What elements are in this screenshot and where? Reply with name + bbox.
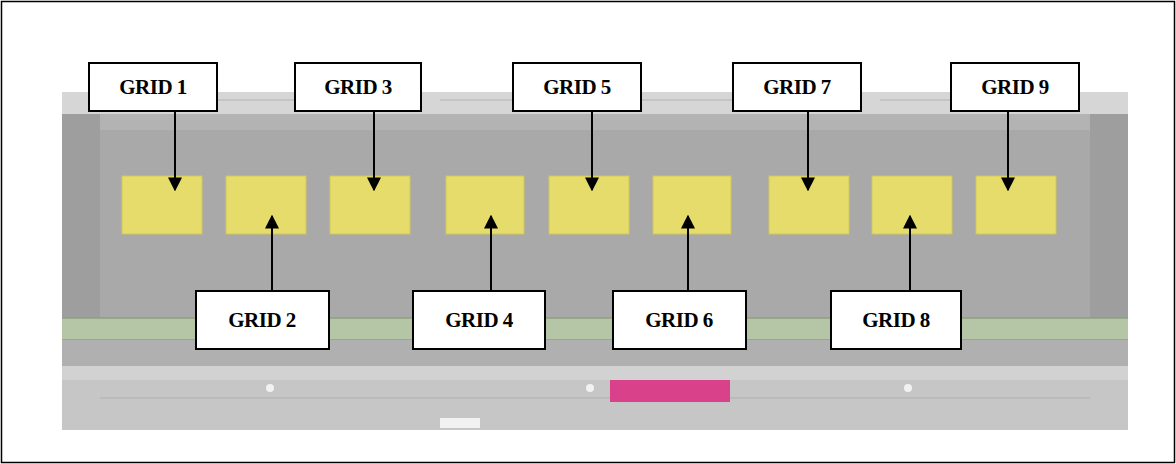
- leader-line: [271, 216, 273, 290]
- grid-label: GRID 9: [981, 75, 1049, 100]
- grid-label: GRID 3: [324, 75, 392, 100]
- grid-pad: [872, 176, 952, 234]
- housing: [62, 92, 1128, 430]
- base-line: [100, 398, 1090, 399]
- screw-hole: [586, 384, 594, 392]
- grid-pad: [549, 176, 629, 234]
- screw-hole: [904, 384, 912, 392]
- grid-pad: [226, 176, 306, 234]
- grid-label: GRID 4: [445, 308, 513, 333]
- leader-line: [591, 112, 593, 190]
- left-wall: [62, 114, 100, 320]
- grid-label-box: GRID 6: [612, 290, 747, 350]
- grid-label-box: GRID 2: [195, 290, 330, 350]
- inner-top-edge: [62, 114, 1128, 130]
- leader-line: [687, 216, 689, 290]
- lip: [62, 366, 1128, 380]
- screw-hole: [266, 384, 274, 392]
- grid-label: GRID 6: [645, 308, 713, 333]
- grid-label: GRID 2: [228, 308, 296, 333]
- grid-label-box: GRID 4: [412, 290, 546, 350]
- leader-line: [490, 216, 492, 290]
- leader-lines: [175, 112, 1008, 290]
- leader-line: [1007, 112, 1009, 190]
- grid-pad: [122, 176, 202, 234]
- grid-pads: [122, 176, 1056, 234]
- grid-label-box: GRID 9: [950, 62, 1080, 112]
- grid-pad: [446, 176, 524, 234]
- grid-label-box: GRID 8: [830, 290, 962, 350]
- grid-label: GRID 1: [119, 75, 187, 100]
- leader-line: [909, 216, 911, 290]
- grid-label: GRID 8: [862, 308, 930, 333]
- leader-line: [174, 112, 176, 190]
- grid-pad: [653, 176, 731, 234]
- grid-label-box: GRID 1: [88, 62, 218, 112]
- right-wall: [1090, 114, 1128, 320]
- grid-label-box: GRID 3: [294, 62, 422, 112]
- grid-pad: [976, 176, 1056, 234]
- grid-pad: [330, 176, 410, 234]
- grid-label: GRID 7: [763, 75, 831, 100]
- grid-label-box: GRID 7: [732, 62, 862, 112]
- leader-line: [373, 112, 375, 190]
- leader-line: [807, 112, 809, 190]
- base-strip: [62, 380, 1128, 430]
- pink-tab: [610, 380, 730, 402]
- grid-label: GRID 5: [543, 75, 611, 100]
- slot: [440, 418, 480, 428]
- grid-label-box: GRID 5: [512, 62, 642, 112]
